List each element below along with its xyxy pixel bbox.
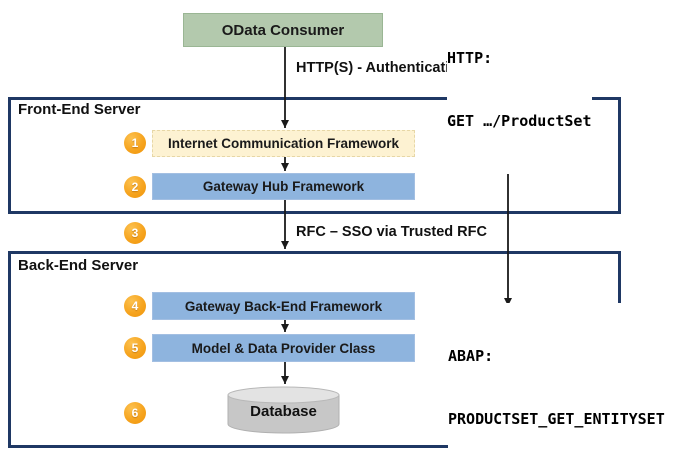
gateway-backend-box: Gateway Back-End Framework <box>152 292 415 320</box>
abap-note-line1: ABAP: <box>448 347 494 365</box>
database-cylinder: Database <box>227 386 340 434</box>
model-data-provider-box: Model & Data Provider Class <box>152 334 415 362</box>
step-1-badge: 1 <box>124 132 146 154</box>
abap-note-line2: PRODUCTSET_GET_ENTITYSET <box>448 410 665 428</box>
model-data-provider-label: Model & Data Provider Class <box>191 340 376 356</box>
http-note-line1: HTTP: <box>447 49 493 67</box>
step-5-number: 5 <box>131 341 139 355</box>
step-3-number: 3 <box>131 226 139 240</box>
icf-label: Internet Communication Framework <box>167 136 400 151</box>
gateway-hub-label: Gateway Hub Framework <box>202 179 365 194</box>
gateway-hub-box: Gateway Hub Framework <box>152 173 415 200</box>
odata-consumer-box: OData Consumer <box>183 13 383 47</box>
step-6-badge: 6 <box>124 402 146 424</box>
step-6-number: 6 <box>131 406 139 420</box>
odata-consumer-label: OData Consumer <box>221 21 345 39</box>
gateway-backend-label: Gateway Back-End Framework <box>184 298 383 314</box>
database-label: Database <box>250 403 317 420</box>
http-note-line2: GET …/ProductSet <box>447 112 592 130</box>
step-5-badge: 5 <box>124 337 146 359</box>
front-end-server-title: Front-End Server <box>18 101 141 118</box>
front-end-server-panel <box>8 97 621 214</box>
rfc-sso-label: RFC – SSO via Trusted RFC <box>296 224 487 240</box>
icf-box: Internet Communication Framework <box>152 130 415 157</box>
step-1-number: 1 <box>131 136 139 150</box>
database-cylinder-shape <box>227 386 340 434</box>
http-get-note: HTTP: GET …/ProductSet <box>447 6 592 174</box>
step-2-badge: 2 <box>124 176 146 198</box>
step-2-number: 2 <box>131 180 139 194</box>
back-end-server-title: Back-End Server <box>18 257 139 274</box>
step-4-number: 4 <box>131 299 139 313</box>
step-3-badge: 3 <box>124 222 146 244</box>
abap-handler-note: ABAP: PRODUCTSET_GET_ENTITYSET <box>448 303 668 459</box>
step-4-badge: 4 <box>124 295 146 317</box>
authentication-label: HTTP(S) - Authentication <box>296 60 468 76</box>
